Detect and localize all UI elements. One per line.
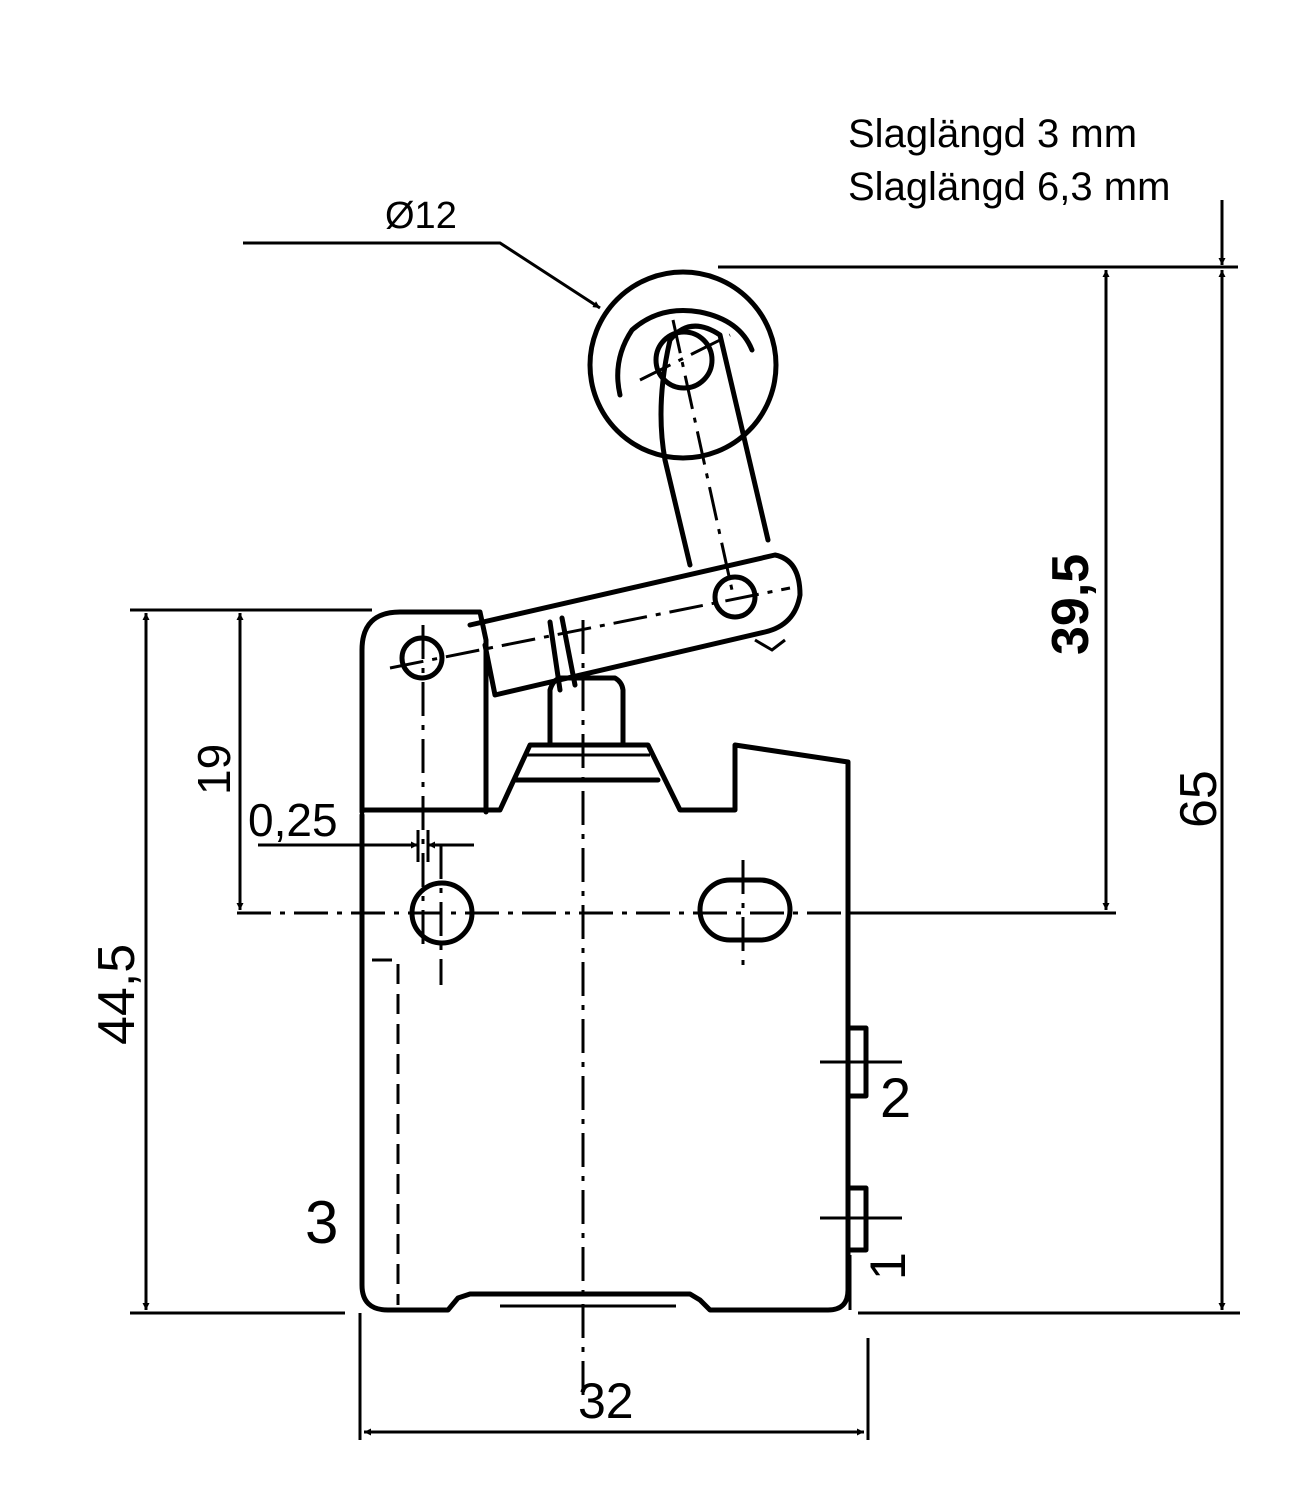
dim-44-5: 44,5 [88,944,146,1045]
terminals [820,1025,902,1310]
terminal-2-label: 2 [880,1066,911,1129]
stroke-note-1: Slaglängd 3 mm [848,112,1137,156]
dim-0-25: 0,25 [248,794,338,846]
lever-arm [467,323,803,698]
stroke-note-2: Slaglängd 6,3 mm [848,165,1170,209]
center-lines [237,319,860,1400]
dimension-lines [130,200,1240,1440]
roller [587,269,779,461]
dim-65: 65 [1170,770,1228,828]
roller-diameter-label: Ø12 [385,195,457,237]
mounting-holes [399,574,793,946]
dim-39-5: 39,5 [1042,554,1100,655]
lever-housing [359,609,489,815]
dim-19: 19 [188,744,240,795]
dim-32: 32 [578,1373,634,1429]
switch-body [359,742,851,1313]
terminal-1-label: 1 [860,1252,916,1280]
terminal-3-label: 3 [305,1189,338,1256]
plunger [513,675,661,783]
